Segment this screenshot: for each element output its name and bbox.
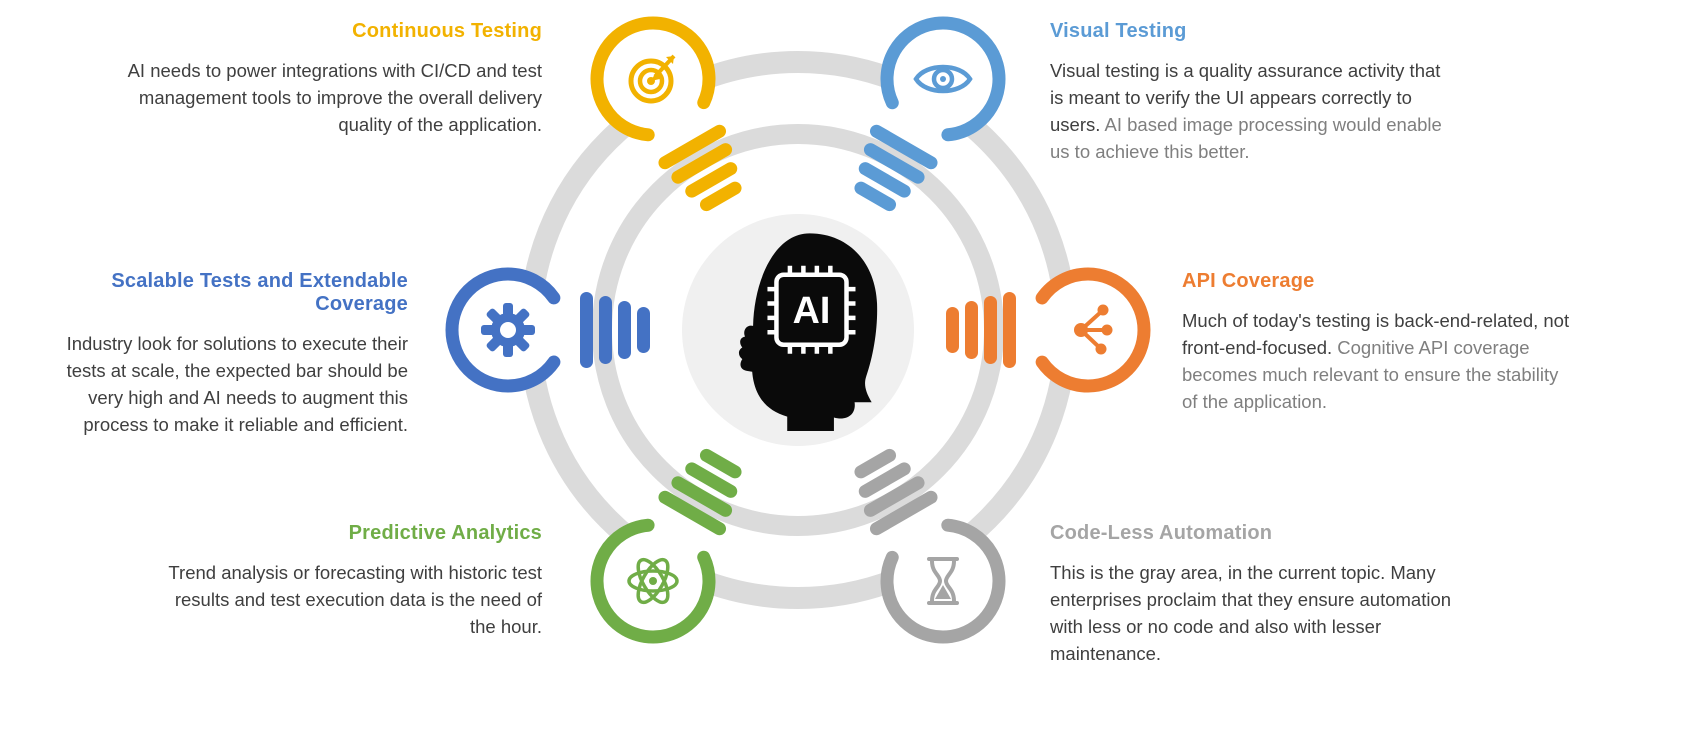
section-title: API Coverage — [1182, 270, 1315, 292]
bulb-scalable-tests — [408, 260, 650, 480]
bulb-api-coverage — [946, 260, 1188, 480]
section-title: Scalable Tests and Extendable Coverage — [111, 270, 408, 315]
section-body-text: This is the gray area, in the current to… — [1050, 562, 1452, 664]
section-body-text: Industry look for solutions to execute t… — [66, 333, 408, 435]
section-body: Much of today's testing is back-end-rela… — [1182, 307, 1574, 415]
section-body-text: Trend analysis or forecasting with histo… — [168, 562, 542, 637]
section-body: Trend analysis or forecasting with histo… — [166, 559, 542, 640]
bulb-codeless-automation — [843, 448, 1043, 731]
center-ai-label: AI — [793, 289, 831, 331]
section-body-text: AI needs to power integrations with CI/C… — [127, 60, 542, 135]
section-visual-testing: Visual Testing Visual testing is a quali… — [1050, 20, 1452, 165]
section-title: Continuous Testing — [352, 20, 542, 42]
chip-icon — [767, 265, 856, 354]
section-body: This is the gray area, in the current to… — [1050, 559, 1462, 667]
ai-head-icon: AI — [738, 233, 878, 431]
section-codeless-automation: Code-Less Automation This is the gray ar… — [1050, 522, 1462, 667]
atom-icon — [621, 549, 685, 613]
bulb-predictive-analytics — [553, 448, 753, 731]
section-body: Visual testing is a quality assurance ac… — [1050, 57, 1452, 165]
bulb-visual-testing — [843, 9, 1043, 229]
target-icon — [621, 47, 685, 111]
section-body-text: Visual testing is a quality assurance ac… — [1050, 60, 1441, 135]
section-body: AI needs to power integrations with CI/C… — [108, 57, 542, 138]
section-continuous-testing: Continuous Testing AI needs to power int… — [108, 20, 542, 138]
section-predictive-analytics: Predictive Analytics Trend analysis or f… — [166, 522, 542, 640]
section-title: Visual Testing — [1050, 20, 1187, 42]
section-title: Code-Less Automation — [1050, 522, 1273, 544]
section-body-muted: AI based image processing would enable u… — [1050, 114, 1442, 162]
section-body-muted: Cognitive API coverage becomes much rele… — [1182, 337, 1559, 412]
section-api-coverage: API Coverage Much of today's testing is … — [1182, 270, 1574, 415]
section-body-text: Much of today's testing is back-end-rela… — [1182, 310, 1570, 358]
network-icon — [1056, 298, 1120, 362]
eye-icon — [911, 47, 975, 111]
gear-icon — [476, 298, 540, 362]
section-scalable-tests: Scalable Tests and Extendable Coverage I… — [28, 270, 408, 438]
section-body: Industry look for solutions to execute t… — [28, 330, 408, 438]
bulb-continuous-testing — [553, 9, 753, 229]
hourglass-icon — [911, 549, 975, 613]
section-title: Predictive Analytics — [348, 522, 542, 544]
